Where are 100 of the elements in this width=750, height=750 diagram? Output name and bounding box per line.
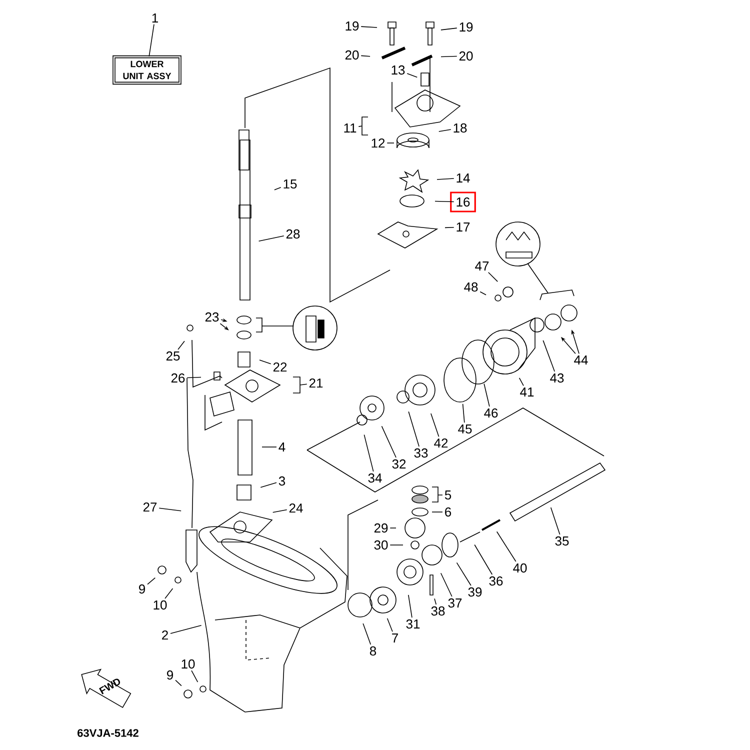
callout-number: 13 (392, 65, 405, 75)
leader-line (260, 482, 277, 488)
leader-line (390, 544, 404, 546)
callout-number: 35 (555, 536, 569, 546)
callout-number: 15 (284, 179, 297, 189)
callout-number: 32 (392, 459, 406, 469)
label-box: LOWER UNIT ASSY (112, 55, 182, 85)
leader-line (262, 446, 277, 448)
leader-line (170, 624, 202, 634)
callout-number: 38 (431, 606, 445, 616)
leader-line (408, 411, 420, 447)
direction-label: FWD (99, 678, 120, 694)
leader-line (484, 383, 490, 407)
callout-number: 22 (273, 362, 287, 372)
callout-number: 47 (475, 262, 489, 270)
callout-number: 20 (345, 50, 359, 60)
leader-line (360, 55, 370, 57)
callout-number: 18 (454, 123, 467, 133)
callout-number: 36 (489, 576, 503, 586)
leader-line (436, 178, 454, 180)
callout-number: 46 (484, 408, 498, 418)
callout-number: 3 (278, 476, 286, 486)
callout-number: 45 (458, 424, 472, 434)
callout-number: 23 (205, 312, 219, 322)
leader-line (432, 486, 443, 502)
leader-line (438, 129, 452, 132)
leader-line (258, 236, 284, 242)
leader-line (440, 56, 458, 58)
leader-line (542, 340, 555, 372)
callout-number: 2 (162, 630, 168, 640)
callout-number: 4 (278, 442, 286, 452)
leader-line (362, 623, 372, 645)
leader-line (518, 378, 524, 386)
leader-line (386, 142, 394, 144)
callout-number: 40 (513, 563, 527, 573)
leader-line (358, 116, 368, 136)
leader-line (550, 507, 560, 535)
callout-number: 9 (167, 670, 173, 680)
callout-number: 26 (171, 373, 185, 383)
leader-line (430, 413, 440, 437)
leader-line (480, 291, 486, 296)
part-number: 63VJA-5142 (78, 729, 138, 737)
leader-line (462, 404, 465, 423)
leader-line (381, 426, 396, 458)
callout-number: 19 (460, 22, 473, 32)
callout-number: 29 (374, 523, 388, 533)
callout-number: 44 (574, 356, 588, 364)
callout-number: 27 (143, 502, 157, 512)
callout-number: 28 (286, 229, 300, 239)
leader-line (488, 272, 498, 282)
leader-line (360, 26, 378, 28)
callout-number: 20 (459, 51, 473, 61)
leader-line (191, 670, 198, 682)
leader-line (158, 508, 182, 512)
leader-line (496, 531, 516, 562)
callout-number: 7 (392, 634, 398, 642)
callout-number: 34 (368, 473, 382, 483)
callout-number: 14 (456, 174, 470, 182)
leader-line (274, 187, 282, 190)
callout-number: 48 (464, 282, 478, 292)
callout-number: 6 (445, 507, 452, 517)
leader-line (440, 572, 452, 597)
callout-number: 31 (406, 619, 420, 629)
callout-number: 41 (520, 388, 534, 396)
leader-line (175, 680, 182, 686)
callout-number: 10 (154, 600, 167, 610)
callout-number: 11 (344, 124, 356, 132)
leader-line (292, 376, 308, 394)
leader-line (164, 588, 174, 599)
leader-line (178, 340, 185, 350)
leader-line (440, 28, 458, 30)
callout-number: 25 (166, 351, 180, 361)
callout-number: 5 (444, 490, 452, 500)
callout-number: 16 (456, 197, 470, 207)
callout-number: 19 (346, 21, 359, 31)
callout-number: 30 (374, 540, 388, 550)
callout-number: 9 (139, 584, 145, 594)
callout-number: 1 (152, 14, 158, 22)
leader-line (434, 200, 454, 202)
leader-line (474, 544, 493, 575)
leader-line (272, 509, 288, 513)
leader-line (259, 360, 272, 364)
callout-number: 12 (372, 138, 385, 148)
callout-number: 21 (309, 378, 323, 388)
callout-number: 8 (370, 646, 376, 656)
callout-number: 10 (182, 659, 195, 669)
callout-number: 24 (289, 503, 303, 513)
leader-line (434, 598, 437, 605)
leader-line (364, 434, 374, 472)
callout-number: 17 (456, 222, 470, 232)
leader-line (147, 577, 156, 585)
leader-line (186, 376, 202, 378)
callout-number: 37 (448, 598, 462, 608)
callout-number: 33 (414, 448, 428, 458)
callout-number: 42 (434, 438, 448, 448)
leader-line (406, 73, 418, 78)
callout-number: 39 (468, 587, 482, 597)
leader-line (456, 562, 472, 586)
leader-line (444, 226, 454, 228)
leader-line (408, 594, 412, 618)
